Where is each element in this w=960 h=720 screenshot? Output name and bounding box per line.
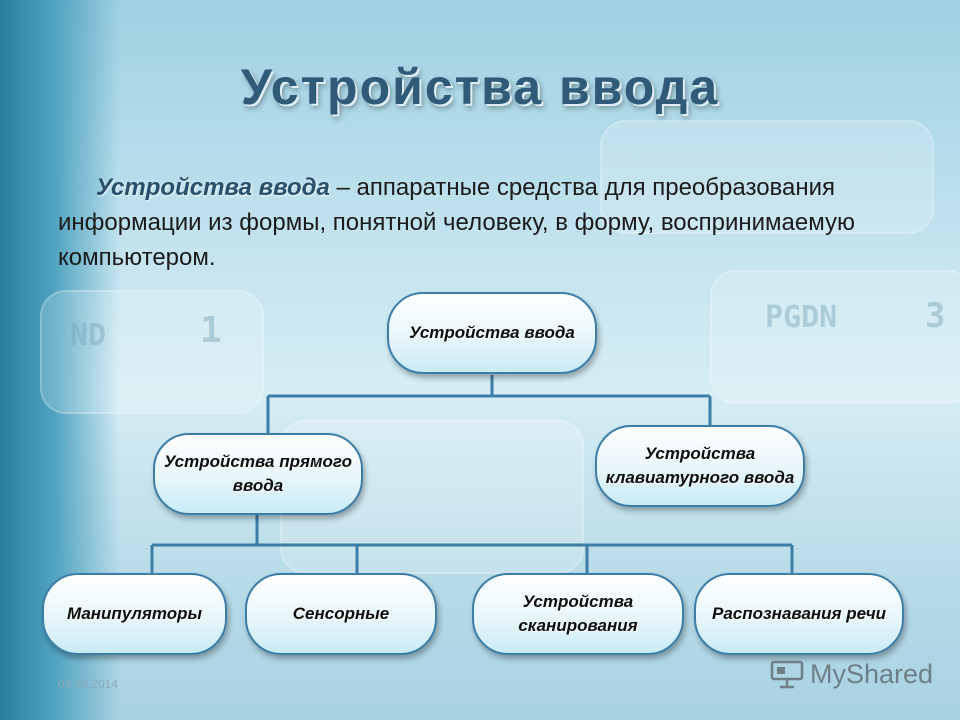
node-sensor: Сенсорные bbox=[245, 573, 437, 655]
node-speech-recognition: Распознавания речи bbox=[694, 573, 904, 655]
logo: MyShared bbox=[770, 656, 933, 692]
slide-date: 04.03.2014 bbox=[58, 677, 118, 691]
logo-text: MyShared bbox=[810, 659, 933, 690]
presentation-board-icon bbox=[770, 659, 804, 689]
node-direct-input: Устройства прямого ввода bbox=[153, 433, 363, 515]
node-input-devices: Устройства ввода bbox=[387, 292, 597, 374]
node-keyboard-input: Устройства клавиатурного ввода bbox=[595, 425, 805, 507]
node-scanning: Устройства сканирования bbox=[472, 573, 684, 655]
node-manipulators: Манипуляторы bbox=[42, 573, 227, 655]
